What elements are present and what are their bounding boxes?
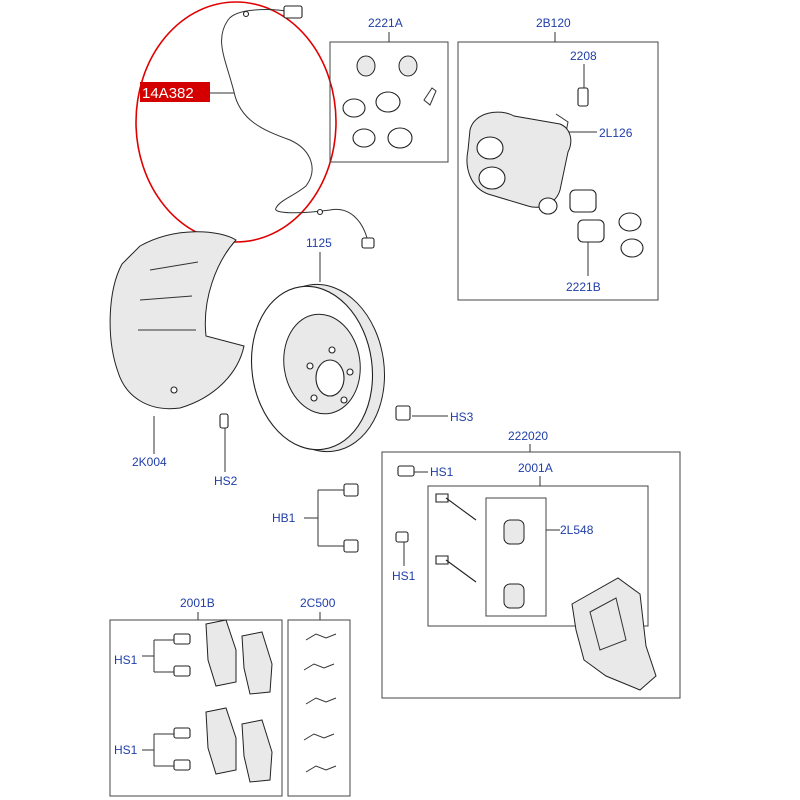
anti-rattle-clip-3 — [305, 697, 337, 705]
anti-rattle-clip-4 — [303, 733, 335, 741]
seal-ring-4 — [387, 127, 413, 149]
caliper-assembly-group: 2B120 2208 2L126 2221B — [457, 16, 659, 301]
seal-ring-3 — [352, 128, 376, 148]
caliper-box — [457, 41, 659, 301]
disc-stud-hole-1 — [328, 346, 336, 354]
seal-kit-group: 2221A — [329, 16, 449, 163]
clip-kit-box — [287, 619, 351, 797]
clip-kit-group: 2C500 — [287, 596, 351, 797]
backplate-bolt-hole — [170, 386, 178, 394]
guide-boot-lower — [503, 583, 525, 609]
carrier-bracket-window — [589, 597, 627, 651]
part-label-222020[interactable]: 222020 — [508, 429, 548, 443]
cable-clip-b — [316, 208, 324, 216]
caliper-housing — [466, 111, 572, 208]
dust-boot-right — [398, 55, 418, 77]
part-label-2221a[interactable]: 2221A — [368, 16, 403, 30]
pad-bolt-2 — [173, 665, 191, 677]
wear-sensor-connector — [283, 5, 303, 19]
wear-sensor-group: 14A382 — [135, 1, 375, 249]
disc-stud-hole-4 — [310, 394, 318, 402]
part-label-2221b[interactable]: 2221B — [566, 280, 601, 294]
backplate-ribs — [138, 261, 199, 331]
bleed-cap — [423, 87, 437, 106]
pad-bolt-1 — [173, 633, 191, 645]
part-label-2c500[interactable]: 2C500 — [300, 596, 336, 610]
pad-bolt-3 — [173, 727, 191, 739]
disc-stud-hole-5 — [306, 362, 314, 370]
cable-clip-a — [242, 10, 250, 18]
brake-pad-4 — [241, 719, 273, 783]
part-label-2l126[interactable]: 2L126 — [599, 126, 633, 140]
part-label-2001a[interactable]: 2001A — [518, 461, 553, 475]
brake-disc-group: 1125 HS3 — [250, 236, 474, 453]
part-label-hs1-lower[interactable]: HS1 — [392, 569, 416, 583]
brake-pad-3 — [205, 707, 237, 775]
brake-pad-group: 2001B HS1 HS1 — [109, 596, 283, 797]
part-label-highlight-bg — [140, 82, 210, 102]
guide-pin-box — [427, 485, 649, 627]
part-label-hs1-pads-lower[interactable]: HS1 — [114, 743, 138, 757]
carrier-bolt-upper — [397, 465, 415, 477]
guide-boot-upper — [503, 519, 525, 545]
part-label-hs1-upper[interactable]: HS1 — [430, 465, 454, 479]
guide-boot-box — [485, 497, 547, 617]
disc-stud-hole-2 — [346, 368, 354, 376]
pad-bolt-4 — [173, 759, 191, 771]
wear-sensor-cable — [221, 9, 369, 243]
piston-seal-upper — [618, 212, 642, 232]
brake-pad-1 — [205, 619, 237, 687]
disc-hub-hole — [315, 359, 345, 397]
piston-upper — [569, 189, 597, 213]
bracket-hb1 — [304, 489, 344, 547]
bracket-hs1-pads-upper — [142, 639, 174, 673]
part-label-2b120[interactable]: 2B120 — [536, 16, 571, 30]
caliper-carrier-bracket — [571, 577, 657, 691]
part-label-hs3[interactable]: HS3 — [450, 410, 474, 424]
part-label-2k004[interactable]: 2K004 — [132, 455, 167, 469]
carrier-bolt-lower — [395, 531, 409, 543]
anti-rattle-clip-2 — [303, 663, 335, 671]
guide-pin-upper — [435, 493, 477, 521]
part-label-14a382[interactable]: 14A382 — [142, 85, 194, 102]
piston-seal-lower — [620, 238, 644, 258]
disc-stud-hole-3 — [340, 396, 348, 404]
bracket-hs1-pads-lower — [142, 733, 174, 767]
brake-pad-box — [109, 619, 283, 797]
anti-rattle-clip-5 — [305, 765, 337, 773]
carrier-assembly-group: 222020 HS1 2001A 2L548 HB1 HS1 — [272, 429, 681, 699]
guide-pin-lower — [435, 555, 477, 583]
part-label-2208[interactable]: 2208 — [570, 49, 597, 63]
backplate-screw — [219, 413, 229, 429]
disc-retaining-screw — [395, 405, 411, 421]
wear-sensor-probe — [361, 237, 375, 249]
hub-bolt-upper — [343, 483, 359, 497]
seal-ring-2 — [375, 91, 401, 113]
caliper-bore-lower — [478, 166, 506, 190]
part-label-hb1[interactable]: HB1 — [272, 511, 296, 525]
carrier-outer-box — [381, 451, 681, 699]
seal-ring-1 — [342, 98, 366, 118]
part-label-2l548[interactable]: 2L548 — [560, 523, 594, 537]
brake-backplate — [109, 231, 245, 410]
piston-lower — [577, 219, 605, 243]
brake-pad-2 — [241, 631, 273, 695]
backplate-group: 2K004 HS2 — [109, 231, 245, 488]
part-label-hs2[interactable]: HS2 — [214, 474, 238, 488]
caliper-seal-small — [538, 197, 558, 215]
dust-boot-left — [356, 55, 376, 77]
anti-rattle-clip-1 — [305, 633, 337, 641]
hub-bolt-lower — [343, 539, 359, 553]
part-label-hs1-pads-upper[interactable]: HS1 — [114, 653, 138, 667]
bleed-screw — [577, 87, 589, 107]
part-label-2001b[interactable]: 2001B — [180, 596, 215, 610]
highlight-circle — [135, 1, 337, 243]
caliper-bore-upper — [476, 136, 504, 160]
part-label-1125[interactable]: 1125 — [306, 236, 332, 250]
